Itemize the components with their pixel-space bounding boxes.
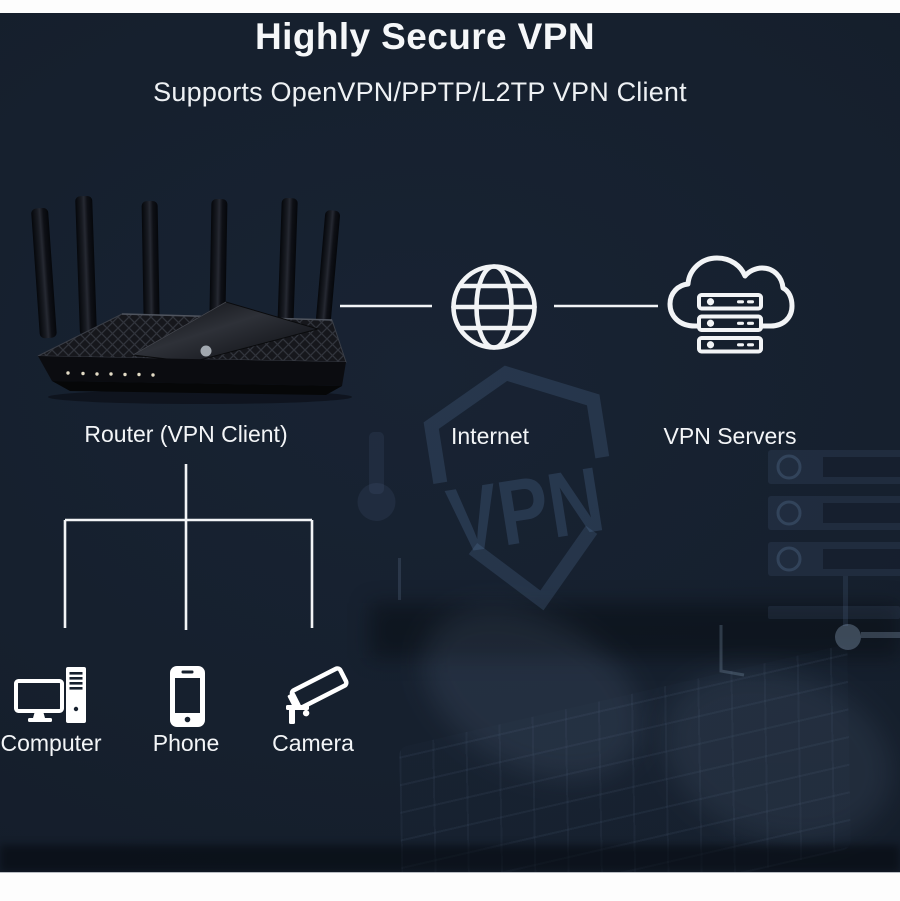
camera-icon [286, 666, 349, 724]
computer-label: Computer [0, 730, 102, 756]
router-image [31, 195, 352, 404]
router-brand-logo [200, 345, 212, 357]
internet-globe-icon [451, 264, 537, 350]
internet-label: Internet [451, 423, 529, 449]
bottom-white-frame [0, 872, 900, 901]
server-rack-watermark [768, 450, 900, 626]
router-status-leds [66, 371, 155, 377]
bottom-shadow-band [0, 845, 900, 872]
laptop-edge-shadow [370, 603, 900, 658]
vpn-watermark-text: VPN [441, 447, 610, 573]
router-antennas [31, 195, 341, 342]
server-bars [697, 293, 763, 354]
phone-label: Phone [152, 730, 220, 756]
page-title: Highly Secure VPN [255, 16, 595, 57]
vpn-shield-watermark: VPN [423, 365, 610, 611]
background-watermark-art: VPN [357, 365, 900, 677]
cloud-servers-icon [667, 255, 795, 354]
vpn-servers-label: VPN Servers [663, 423, 797, 449]
hands-on-keyboard-photo [370, 571, 900, 872]
key-watermark [357, 432, 401, 600]
infographic-canvas: VPN Highly Secure VPN [0, 13, 900, 872]
page-subtitle: Supports OpenVPN/PPTP/L2TP VPN Client [153, 77, 687, 107]
computer-icon [14, 667, 86, 723]
router-front-face [38, 356, 346, 386]
router-label: Router (VPN Client) [84, 421, 288, 447]
phone-icon [170, 666, 205, 727]
camera-label: Camera [272, 730, 354, 756]
top-white-frame [0, 0, 900, 13]
network-node-watermark [719, 624, 900, 677]
